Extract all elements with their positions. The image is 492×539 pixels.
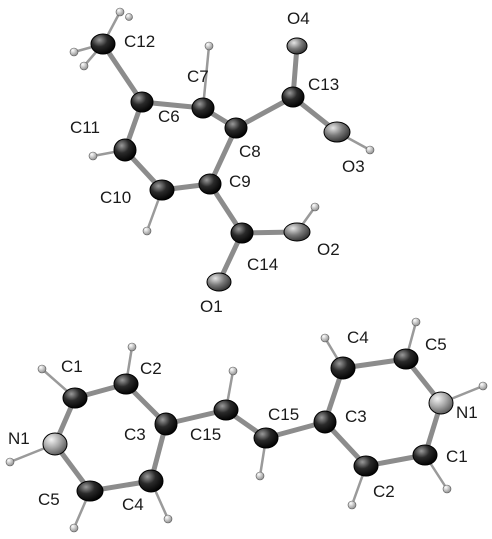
label-N1-left: N1: [8, 429, 30, 448]
label-C2-right: C2: [373, 482, 395, 501]
atom-C3a: [154, 412, 178, 436]
label-C5-left: C5: [38, 490, 60, 509]
atoms-molecule-1: [90, 33, 351, 292]
label-C8: C8: [239, 142, 261, 161]
label-C13: C13: [308, 75, 339, 94]
atom-O4: [286, 37, 308, 55]
bonds-molecule-1: [100, 41, 340, 285]
label-O3: O3: [342, 157, 365, 176]
label-C10: C10: [100, 188, 131, 207]
label-C14: C14: [247, 255, 278, 274]
label-C4-right: C4: [347, 328, 369, 347]
labels-molecule-2: C1 C2 N1 C3 C15 C5 C4 C4 C5 C15 C3 N1 C1…: [8, 328, 478, 514]
atom-C11: [113, 138, 137, 162]
atom-C9: [198, 173, 222, 195]
atom-C1b: [412, 444, 438, 466]
bond: [100, 41, 145, 105]
label-C5-right: C5: [425, 335, 447, 354]
atom-C13: [281, 86, 305, 108]
atom-N1a: [42, 432, 68, 456]
atom-C1a: [62, 387, 88, 409]
label-O4: O4: [287, 9, 310, 28]
label-C1-right: C1: [446, 447, 468, 466]
label-C11: C11: [70, 118, 100, 137]
bonds-molecule-2: [52, 356, 444, 494]
atom-C5a: [76, 480, 104, 502]
label-C6: C6: [158, 107, 180, 126]
atom-C15a: [213, 399, 239, 421]
atom-C4b: [330, 356, 356, 380]
atom-C2b: [353, 455, 379, 477]
atom-O3: [323, 121, 351, 143]
atom-C6: [130, 91, 154, 113]
hydrogen-atoms: [5, 7, 488, 533]
label-C3-left: C3: [124, 425, 146, 444]
atom-O2: [283, 222, 311, 242]
atom-C12: [90, 33, 116, 55]
atom-C8: [224, 117, 248, 139]
atom-C15b: [253, 427, 279, 449]
label-C2-left: C2: [140, 359, 162, 378]
atom-C5b: [393, 348, 419, 370]
label-N1-right: N1: [456, 403, 478, 422]
label-C1-left: C1: [61, 357, 83, 376]
atom-C10: [149, 179, 175, 201]
label-C3-right: C3: [345, 407, 367, 426]
label-C15-left: C15: [190, 425, 221, 444]
atom-C7: [191, 97, 215, 119]
atom-C4a: [138, 469, 164, 493]
label-C12: C12: [124, 32, 155, 51]
atom-C3b: [313, 410, 337, 434]
label-O2: O2: [317, 240, 340, 259]
label-C15-right: C15: [268, 405, 299, 424]
atom-O1: [206, 272, 232, 292]
label-C9: C9: [229, 172, 251, 191]
atom-C14: [230, 222, 254, 244]
labels-molecule-1: C12 C7 C6 C11 C8 C13 O4 O3 C10 C9 C14 O2…: [70, 9, 365, 316]
label-C4-left: C4: [122, 495, 144, 514]
atom-N1b: [428, 391, 454, 415]
atoms-molecule-2: [42, 348, 454, 502]
atom-C2a: [113, 373, 139, 395]
label-C7: C7: [187, 67, 209, 86]
label-O1: O1: [200, 297, 223, 316]
